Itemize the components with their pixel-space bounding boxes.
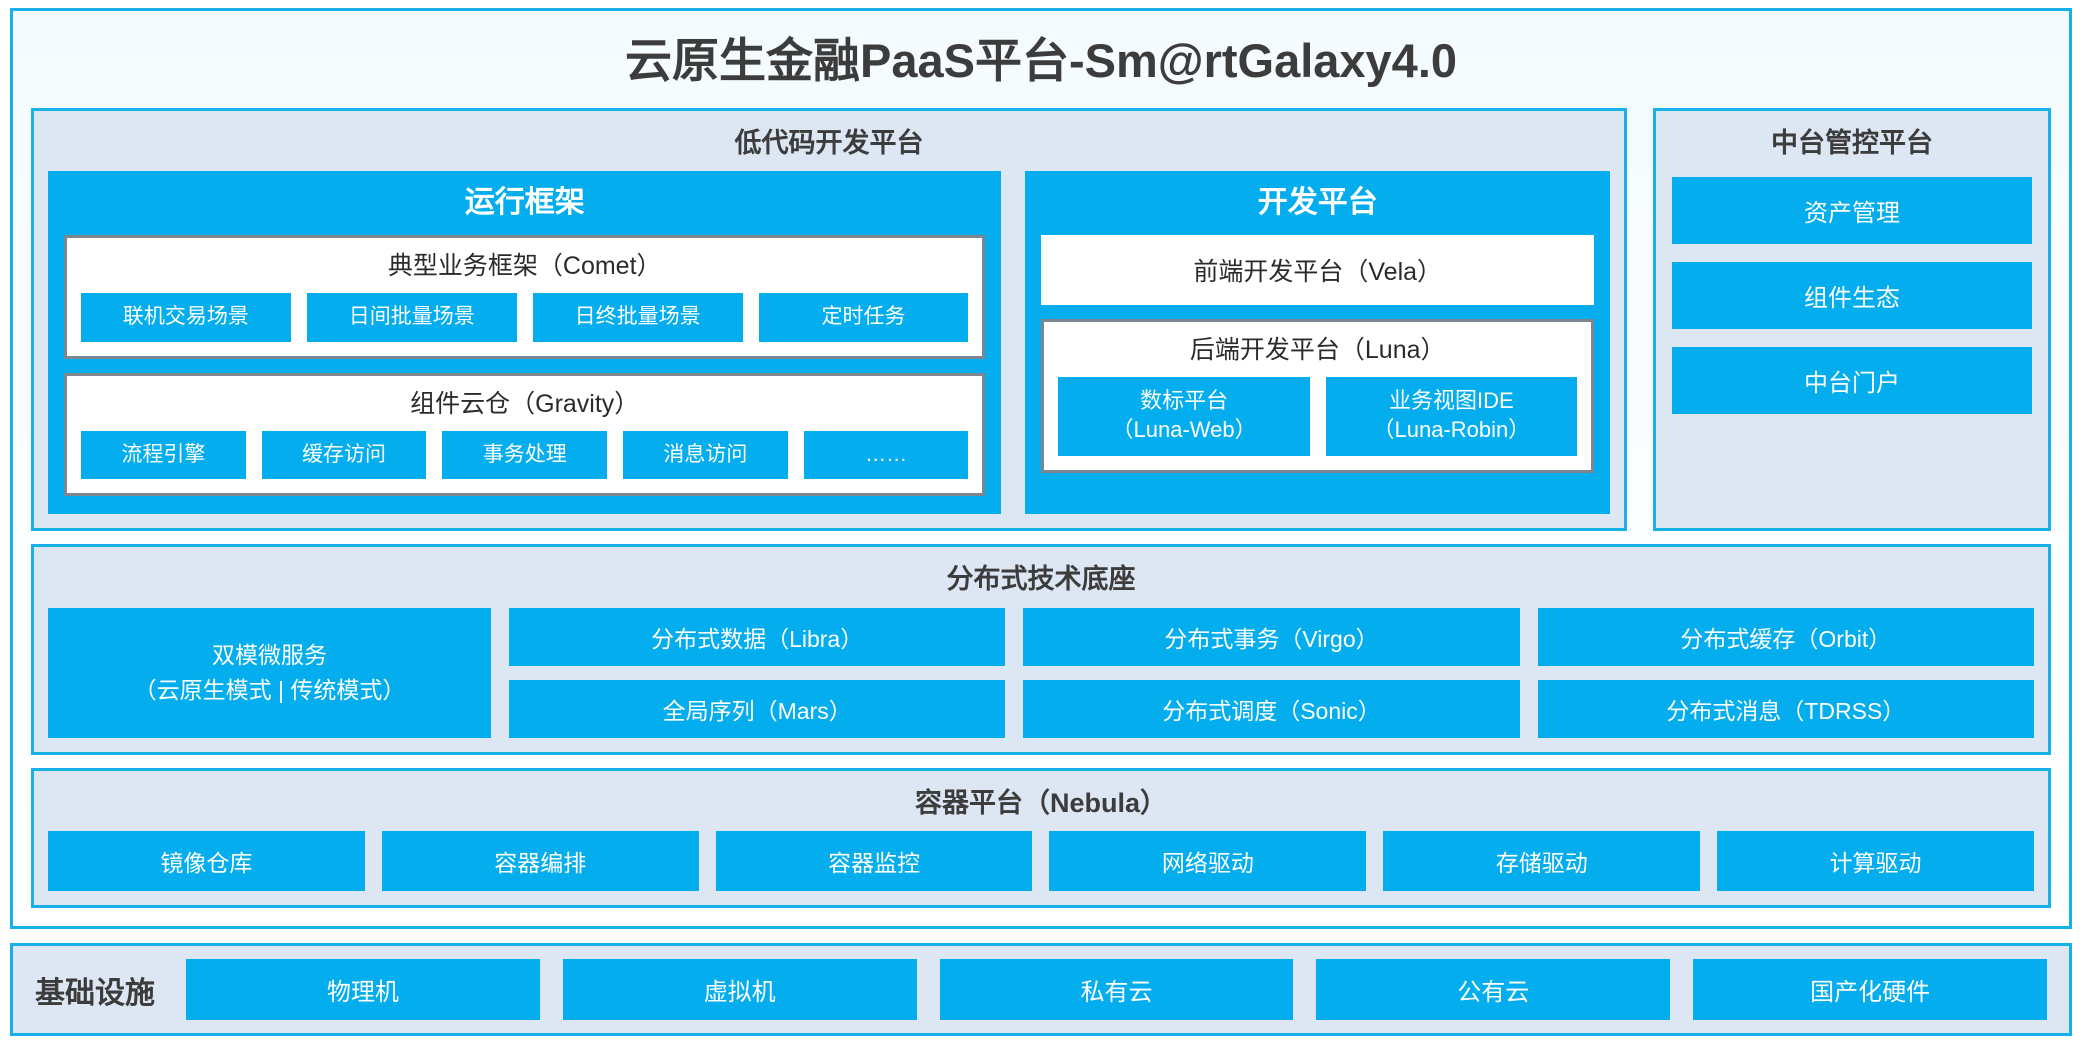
- console-item-portal[interactable]: 中台门户: [1672, 347, 2032, 415]
- luna-item-business-view-ide[interactable]: 业务视图IDE （Luna-Robin）: [1325, 377, 1577, 456]
- gravity-chip-row: 流程引擎 缓存访问 事务处理 消息访问 ……: [81, 431, 969, 480]
- runtime-framework-title: 运行框架: [464, 186, 585, 220]
- container-item-storage-driver[interactable]: 存储驱动: [1383, 831, 1701, 892]
- container-platform-panel: 容器平台（Nebula） 镜像仓库 容器编排 容器监控 网络驱动 存储驱动 计算…: [31, 767, 2051, 909]
- container-item-row: 镜像仓库 容器编排 容器监控 网络驱动 存储驱动 计算驱动: [48, 831, 2034, 892]
- foundation-item-distributed-cache[interactable]: 分布式缓存（Orbit）: [1537, 607, 2034, 666]
- gravity-item-message-access[interactable]: 消息访问: [623, 431, 788, 480]
- infrastructure-label: 基础设施: [35, 976, 155, 1010]
- devplatform-spacer: [1041, 305, 1594, 319]
- lowcode-platform-title: 低代码开发平台: [734, 127, 924, 158]
- container-platform-title: 容器平台（Nebula）: [914, 787, 1168, 818]
- luna-title: 后端开发平台（Luna）: [1189, 335, 1446, 364]
- foundation-item-distributed-scheduling[interactable]: 分布式调度（Sonic）: [1023, 679, 1520, 738]
- lowcode-platform-body: 运行框架 典型业务框架（Comet） 联机交易场景 日间批量场景 日终批量场景 …: [48, 171, 1610, 515]
- foundation-item-global-sequence[interactable]: 全局序列（Mars）: [509, 679, 1006, 738]
- runtime-spacer: [64, 359, 985, 373]
- container-item-orchestration[interactable]: 容器编排: [381, 831, 699, 892]
- comet-chip-row: 联机交易场景 日间批量场景 日终批量场景 定时任务: [81, 293, 969, 342]
- console-item-asset-management[interactable]: 资产管理: [1672, 177, 2032, 245]
- comet-card: 典型业务框架（Comet） 联机交易场景 日间批量场景 日终批量场景 定时任务: [64, 234, 986, 359]
- gravity-card: 组件云仓（Gravity） 流程引擎 缓存访问 事务处理 消息访问 ……: [64, 372, 986, 497]
- top-row: 低代码开发平台 运行框架 典型业务框架（Comet） 联机交易场景 日间批量场景…: [31, 107, 2051, 532]
- infrastructure-item-private-cloud[interactable]: 私有云: [939, 959, 1294, 1021]
- foundation-column-3: 分布式缓存（Orbit） 分布式消息（TDRSS）: [1537, 607, 2034, 738]
- gravity-item-cache-access[interactable]: 缓存访问: [261, 431, 427, 480]
- gravity-title: 组件云仓（Gravity）: [410, 389, 640, 418]
- distributed-foundation-columns: 分布式数据（Libra） 全局序列（Mars） 分布式事务（Virgo） 分布式…: [509, 607, 2034, 738]
- luna-robin-name: 业务视图IDE: [1389, 388, 1514, 414]
- console-platform-title: 中台管控平台: [1771, 127, 1933, 158]
- distributed-foundation-panel: 分布式技术底座 双模微服务 （云原生模式 | 传统模式） 分布式数据（Libra…: [31, 544, 2051, 755]
- console-item-component-ecosystem[interactable]: 组件生态: [1672, 262, 2032, 330]
- lowcode-platform-panel: 低代码开发平台 运行框架 典型业务框架（Comet） 联机交易场景 日间批量场景…: [31, 107, 1627, 532]
- dual-mode-microservice-line1: 双模微服务: [212, 642, 327, 669]
- foundation-column-2: 分布式事务（Virgo） 分布式调度（Sonic）: [1023, 607, 1520, 738]
- distributed-foundation-title: 分布式技术底座: [946, 564, 1136, 595]
- luna-web-sub: （Luna-Web）: [1111, 416, 1257, 442]
- console-item-list: 资产管理 组件生态 中台门户: [1670, 171, 2034, 514]
- infrastructure-item-public-cloud[interactable]: 公有云: [1316, 959, 1671, 1021]
- comet-item-eod-batch[interactable]: 日终批量场景: [532, 293, 743, 342]
- container-item-image-registry[interactable]: 镜像仓库: [48, 831, 365, 892]
- comet-item-scheduled-task[interactable]: 定时任务: [758, 293, 969, 342]
- foundation-item-distributed-transaction[interactable]: 分布式事务（Virgo）: [1023, 607, 1520, 666]
- luna-robin-sub: （Luna-Robin）: [1372, 416, 1531, 442]
- console-platform-panel: 中台管控平台 资产管理 组件生态 中台门户: [1653, 107, 2051, 532]
- infrastructure-item-physical-machine[interactable]: 物理机: [186, 959, 540, 1021]
- container-item-compute-driver[interactable]: 计算驱动: [1717, 831, 2034, 892]
- development-platform-title: 开发平台: [1257, 186, 1378, 220]
- infrastructure-item-domestic-hardware[interactable]: 国产化硬件: [1693, 959, 2047, 1021]
- infrastructure-panel: 基础设施 物理机 虚拟机 私有云 公有云 国产化硬件: [10, 943, 2072, 1037]
- infrastructure-item-virtual-machine[interactable]: 虚拟机: [562, 959, 917, 1021]
- luna-card: 后端开发平台（Luna） 数标平台 （Luna-Web） 业务视图IDE （Lu…: [1041, 318, 1594, 473]
- foundation-item-distributed-data[interactable]: 分布式数据（Libra）: [509, 607, 1006, 666]
- vela-frontend-platform[interactable]: 前端开发平台（Vela）: [1041, 234, 1594, 305]
- comet-item-intraday-batch[interactable]: 日间批量场景: [306, 293, 517, 342]
- foundation-column-1: 分布式数据（Libra） 全局序列（Mars）: [509, 607, 1006, 738]
- development-platform-box: 开发平台 前端开发平台（Vela） 后端开发平台（Luna） 数标平台 （Lun…: [1025, 171, 1610, 515]
- gravity-item-process-engine[interactable]: 流程引擎: [81, 431, 246, 480]
- runtime-framework-box: 运行框架 典型业务框架（Comet） 联机交易场景 日间批量场景 日终批量场景 …: [48, 171, 1002, 515]
- page-title: 云原生金融PaaS平台-Sm@rtGalaxy4.0: [624, 34, 1458, 87]
- comet-title: 典型业务框架（Comet）: [387, 251, 662, 280]
- distributed-foundation-body: 双模微服务 （云原生模式 | 传统模式） 分布式数据（Libra） 全局序列（M…: [48, 607, 2034, 738]
- container-item-network-driver[interactable]: 网络驱动: [1049, 831, 1367, 892]
- comet-item-online-transaction[interactable]: 联机交易场景: [81, 293, 291, 342]
- gravity-item-more-ellipsis[interactable]: ……: [803, 431, 969, 480]
- luna-item-data-platform[interactable]: 数标平台 （Luna-Web）: [1058, 377, 1310, 456]
- luna-chip-row: 数标平台 （Luna-Web） 业务视图IDE （Luna-Robin）: [1058, 377, 1577, 456]
- main-platform-card: 云原生金融PaaS平台-Sm@rtGalaxy4.0 低代码开发平台 运行框架 …: [10, 8, 2072, 930]
- dual-mode-microservice-box[interactable]: 双模微服务 （云原生模式 | 传统模式）: [48, 607, 491, 738]
- dual-mode-microservice-line2: （云原生模式 | 传统模式）: [133, 676, 406, 703]
- foundation-item-distributed-message[interactable]: 分布式消息（TDRSS）: [1537, 679, 2034, 738]
- gravity-item-transaction-processing[interactable]: 事务处理: [442, 431, 608, 480]
- luna-web-name: 数标平台: [1140, 388, 1229, 414]
- container-item-monitoring[interactable]: 容器监控: [715, 831, 1033, 892]
